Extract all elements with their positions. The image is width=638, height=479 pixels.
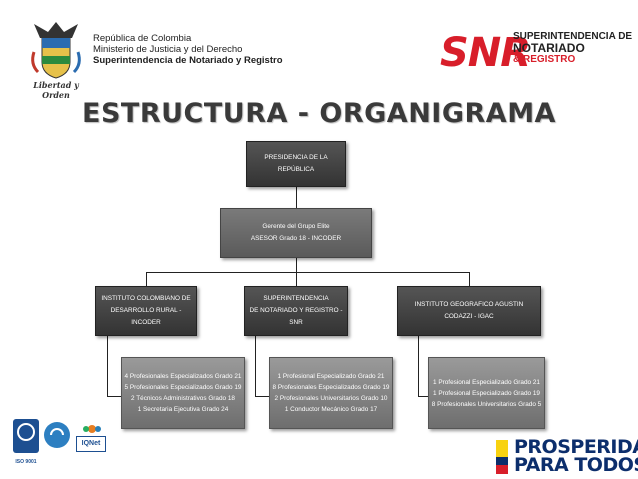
iqnet-logo: IQNet: [76, 436, 106, 452]
prosperidad-flag-icon: [496, 440, 508, 474]
node-igac-line1: INSTITUTO GEOGRAFICO AGUSTIN: [414, 301, 524, 308]
snr-line3: & REGISTRO: [513, 54, 576, 65]
iqnet-label: IQNet: [81, 440, 101, 447]
staff-incoder: 4 Profesionales Especializados Grado 21 …: [121, 357, 245, 429]
node-igac-line2: CODAZZI - IGAC: [444, 313, 494, 320]
staff-incoder-1: 4 Profesionales Especializados Grado 21: [124, 373, 242, 380]
staff-snr-4: 1 Conductor Mecánico Grado 17: [284, 406, 378, 413]
connector-branch3-staff: [418, 336, 419, 396]
staff-incoder-2: 5 Profesionales Especializados Grado 19: [124, 384, 242, 391]
prosperidad-logo: PROSPERIDAD PARA TODOS: [514, 436, 638, 476]
iso-label: ISO 9001: [15, 459, 37, 465]
connector-branch2-staff-h: [255, 396, 269, 397]
snr-line2: NOTARIADO: [513, 40, 585, 55]
node-igac: INSTITUTO GEOGRAFICO AGUSTIN CODAZZI - I…: [397, 286, 541, 336]
staff-incoder-4: 1 Secretaria Ejecutiva Grado 24: [137, 406, 229, 413]
staff-igac-2: 1 Profesional Especializado Grado 19: [433, 389, 540, 397]
certification-seal-icon: [42, 420, 72, 450]
node-gerente-line1: Gerente del Grupo Elite: [262, 223, 330, 230]
node-snr: SUPERINTENDENCIA DE NOTARIADO Y REGISTRO…: [244, 286, 348, 336]
snr-name: SUPERINTENDENCIA DE NOTARIADO & REGISTRO: [513, 31, 632, 66]
node-gerente: Gerente del Grupo Elite ASESOR Grado 18 …: [220, 208, 372, 258]
node-snr-line1: SUPERINTENDENCIA: [263, 295, 329, 302]
connector-gerente-bus: [296, 258, 297, 272]
staff-incoder-3: 2 Técnicos Administrativos Grado 18: [131, 395, 235, 402]
node-presidencia-line1: PRESIDENCIA DE LA: [264, 154, 328, 161]
connector-bus-branch1: [146, 272, 147, 286]
staff-igac-1: 1 Profesional Especializado Grado 21: [433, 378, 540, 386]
staff-snr-1: 1 Profesional Especializado Grado 21: [277, 373, 385, 380]
prosperidad-line1: PROSPERIDAD: [514, 436, 638, 458]
connector-branch1-staff: [107, 336, 108, 396]
prosperidad-line2: PARA TODOS: [514, 454, 638, 476]
node-gerente-line2: ASESOR Grado 18 - INCODER: [250, 235, 342, 242]
header-text: República de Colombia Ministerio de Just…: [93, 33, 283, 66]
node-incoder-line1: INSTITUTO COLOMBIANO DE: [101, 295, 191, 302]
iso-certification-logo: ISO 9001: [12, 418, 40, 466]
node-snr-line2: DE NOTARIADO Y REGISTRO - SNR: [249, 307, 343, 326]
staff-snr-2: 8 Profesionales Especializados Grado 19: [272, 384, 390, 391]
connector-bus: [146, 272, 469, 273]
node-incoder: INSTITUTO COLOMBIANO DE DESARROLLO RURAL…: [95, 286, 197, 336]
staff-igac-3: 8 Profesionales Universitarios Grado 5: [431, 400, 542, 408]
connector-bus-branch3: [469, 272, 470, 286]
connector-branch2-staff: [255, 336, 256, 396]
header-line3: Superintendencia de Notariado y Registro: [93, 55, 283, 66]
motto-text: Libertad y Orden: [33, 80, 79, 100]
certification-flower-icon: [78, 420, 106, 438]
page-title: ESTRUCTURA - ORGANIGRAMA: [82, 98, 556, 129]
connector-branch3-staff-h: [418, 396, 428, 397]
header-line1: República de Colombia: [93, 33, 192, 44]
node-presidencia: PRESIDENCIA DE LA REPÚBLICA: [246, 141, 346, 187]
node-presidencia-line2: REPÚBLICA: [277, 166, 315, 173]
connector-branch1-staff-h: [107, 396, 121, 397]
staff-igac: 1 Profesional Especializado Grado 21 1 P…: [428, 357, 545, 429]
staff-snr: 1 Profesional Especializado Grado 21 8 P…: [269, 357, 393, 429]
staff-snr-3: 2 Profesionales Universitarios Grado 10: [274, 395, 388, 402]
snr-letters: SNR: [440, 30, 531, 76]
connector-pres-gerente: [296, 186, 297, 208]
snr-logo: SNR: [440, 30, 531, 76]
node-incoder-line2: DESARROLLO RURAL - INCODER: [110, 307, 182, 326]
snr-line1: SUPERINTENDENCIA DE: [513, 31, 633, 42]
header-line2: Ministerio de Justicia y del Derecho: [93, 44, 243, 55]
connector-bus-branch2: [296, 272, 297, 286]
coat-of-arms-logo: Libertad y Orden: [28, 18, 84, 100]
